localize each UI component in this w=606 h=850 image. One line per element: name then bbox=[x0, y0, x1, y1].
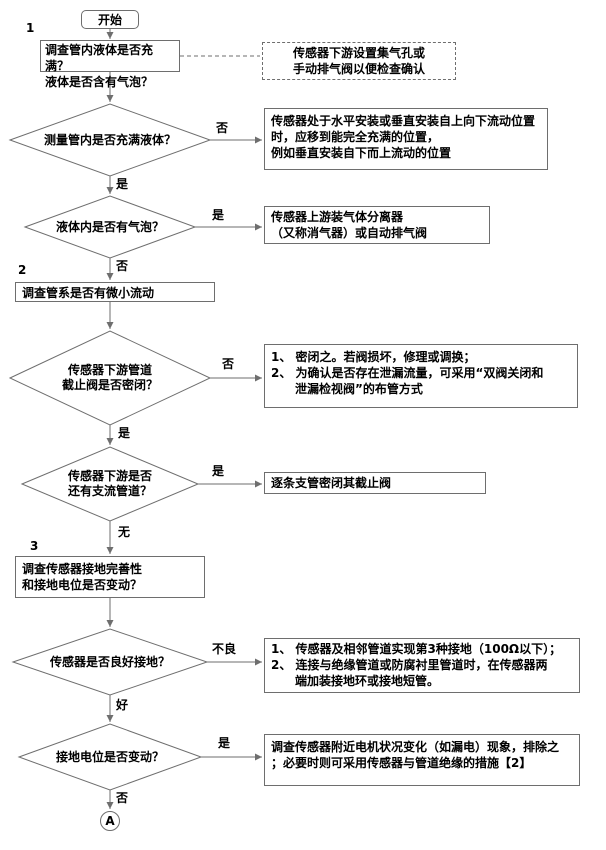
step-number-3: 3 bbox=[30, 539, 39, 553]
decision-good-grounding-label: 传感器是否良好接地？ bbox=[49, 654, 170, 669]
decision-diamond-3 bbox=[8, 330, 212, 426]
note-vent-valve: 传感器下游设置集气孔或 手动排气阀以便检查确认 bbox=[262, 42, 456, 80]
edge-label-d6-yes: 是 bbox=[218, 736, 231, 750]
decision-diamond-1 bbox=[8, 103, 212, 177]
action-gas-separator: 传感器上游装气体分离器 （又称消气器）或自动排气阀 bbox=[264, 206, 490, 244]
process-check-liquid-full: 调查管内液体是否充满？ 液体是否含有气泡？ bbox=[40, 40, 180, 89]
edge-label-d6-no: 否 bbox=[116, 791, 129, 805]
edge-label-d3-no: 否 bbox=[222, 357, 235, 371]
decision-diamond-2 bbox=[23, 195, 197, 259]
edge-label-d2-yes: 是 bbox=[212, 208, 225, 222]
edge-label-d2-no: 否 bbox=[116, 259, 129, 273]
decision-stop-valve-sealed-label: 传感器下游管道 截止阀是否密闭？ bbox=[61, 363, 158, 392]
edge-label-d3-yes: 是 bbox=[118, 426, 131, 440]
decision-diamond-5 bbox=[11, 628, 209, 696]
action-seal-valve: 1、 密闭之。若阀损坏，修理或调换； 2、 为确认是否存在泄漏流量，可采用“双阀… bbox=[264, 344, 578, 408]
edge-label-d1-no: 否 bbox=[216, 121, 229, 135]
action-motor-leakage: 调查传感器附近电机状况变化（如漏电）现象，排除之 ；必要时则可采用传感器与管道绝… bbox=[264, 734, 580, 786]
action-close-branch-valves: 逐条支管密闭其截止阀 bbox=[264, 472, 486, 494]
process-check-micro-flow: 调查管系是否有微小流动 bbox=[15, 282, 215, 302]
decision-bubbles-label: 液体内是否有气泡？ bbox=[55, 219, 164, 234]
action-grounding-fix: 1、 传感器及相邻管道实现第3种接地（100Ω以下）； 2、 连接与绝缘管道或防… bbox=[264, 638, 580, 693]
edge-label-d4-yes: 是 bbox=[212, 464, 225, 478]
edge-label-d1-yes: 是 bbox=[116, 177, 129, 191]
decision-diamond-4 bbox=[20, 446, 200, 522]
edge-label-d4-none: 无 bbox=[118, 525, 131, 539]
decision-diamond-6 bbox=[17, 723, 203, 791]
decision-pipe-full-label: 测量管内是否充满液体？ bbox=[43, 132, 176, 147]
process-check-grounding: 调查传感器接地完善性 和接地电位是否变动？ bbox=[15, 556, 205, 598]
action-install-position: 传感器处于水平安装或垂直安装自上向下流动位置 时，应移到能完全充满的位置， 例如… bbox=[264, 108, 548, 170]
decision-ground-potential-label: 接地电位是否变动？ bbox=[55, 749, 164, 764]
start-node: 开始 bbox=[81, 10, 139, 29]
edge-label-d5-bad: 不良 bbox=[212, 642, 237, 656]
decision-branch-pipes-label: 传感器下游是否 还有支流管道？ bbox=[67, 469, 152, 498]
edge-label-d5-good: 好 bbox=[116, 698, 129, 712]
step-number-1: 1 bbox=[26, 21, 35, 35]
end-node-a: A bbox=[100, 811, 120, 831]
step-number-2: 2 bbox=[18, 263, 27, 277]
